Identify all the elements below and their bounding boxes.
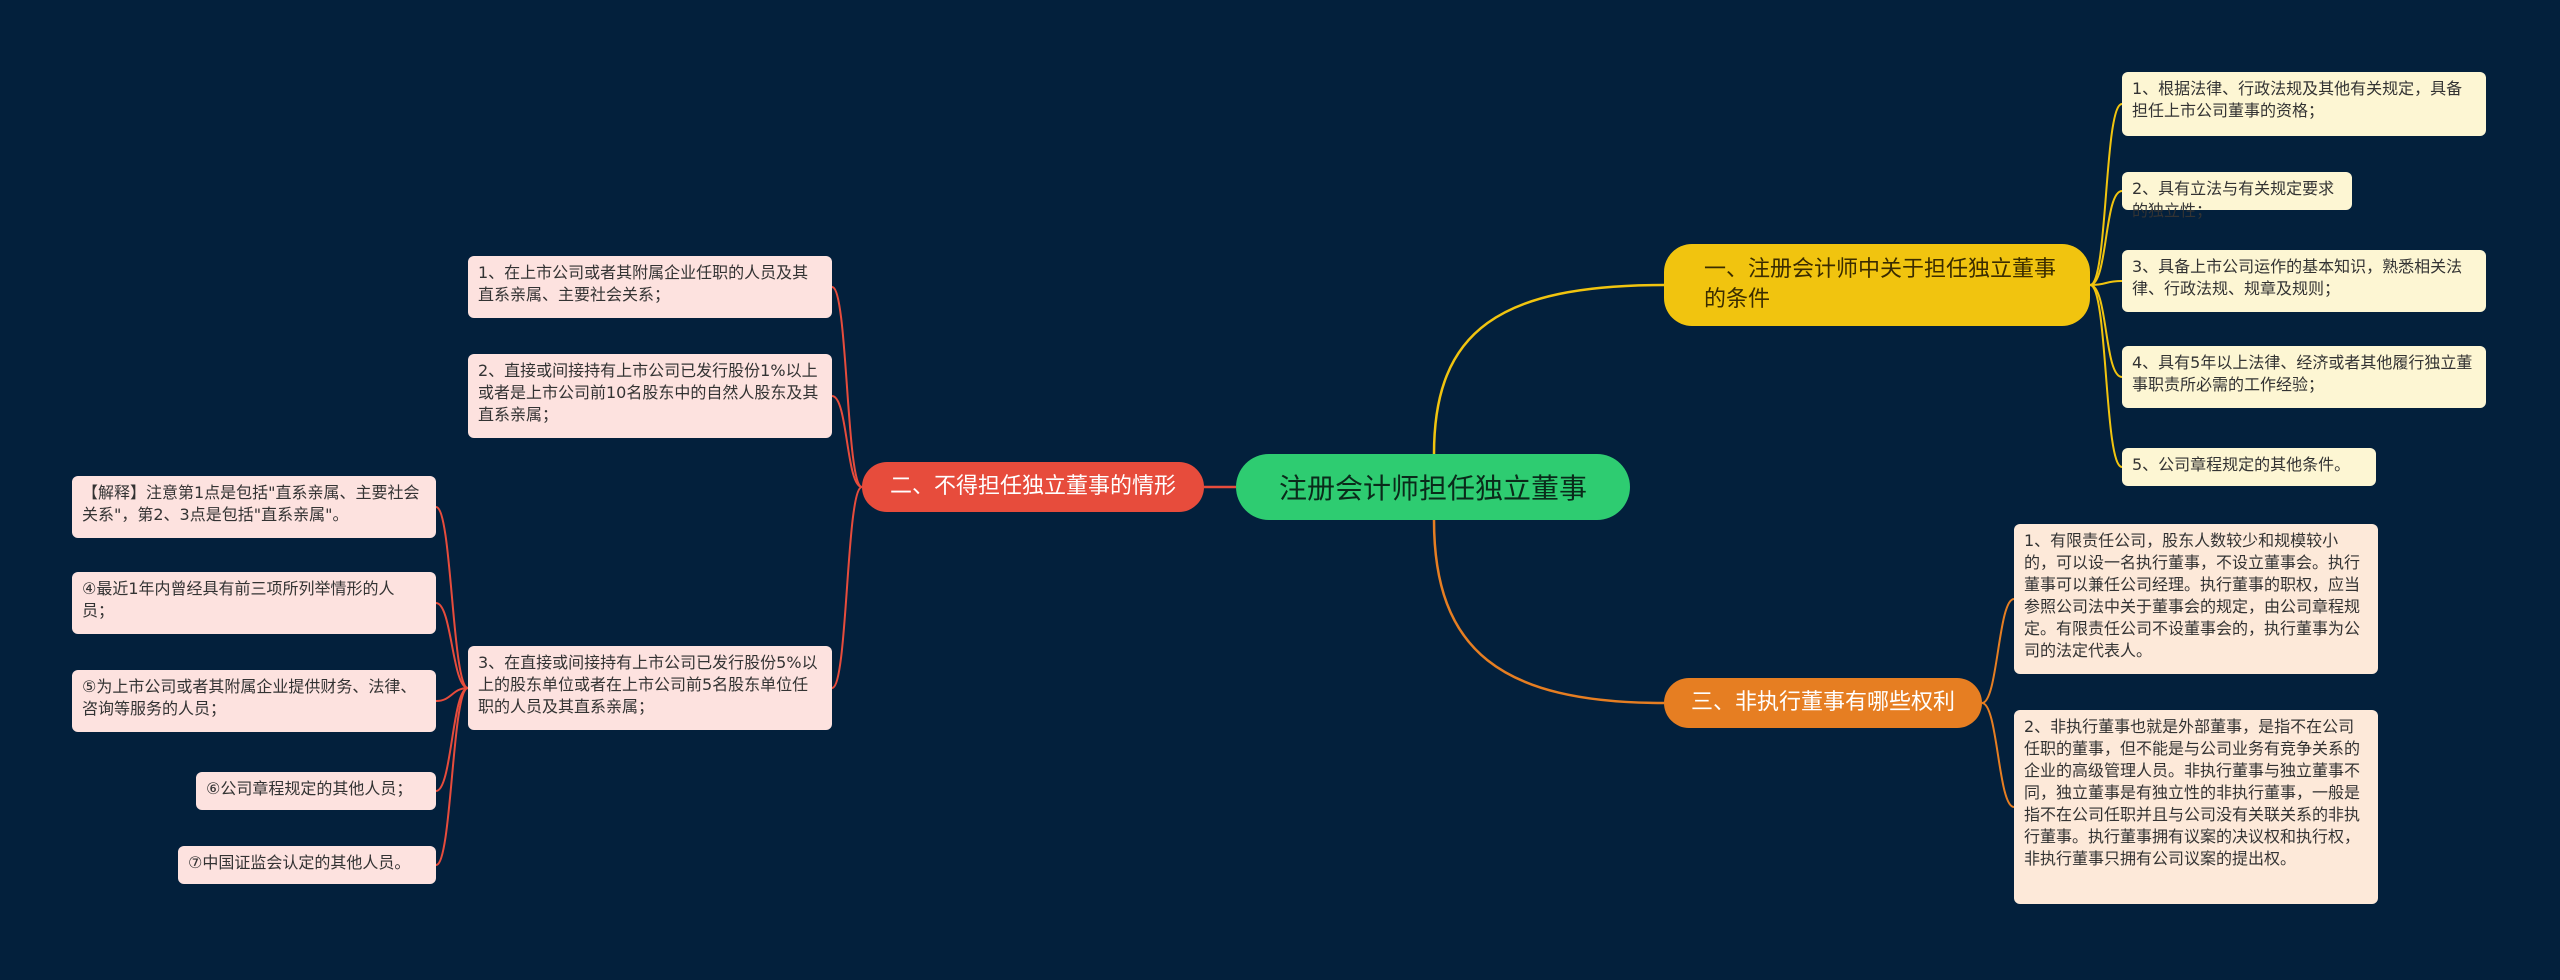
links-exclusions [831, 286, 863, 689]
condition-item[interactable]: 4、具有5年以上法律、经济或者其他履行独立董事职责所必需的工作经验； [2122, 346, 2486, 408]
condition-item[interactable]: 2、具有立法与有关规定要求的独立性； [2122, 172, 2352, 220]
links-conditions [2089, 103, 2123, 468]
links-rights [1981, 598, 2015, 808]
exclusion-sub-item[interactable]: ⑤为上市公司或者其附属企业提供财务、法律、咨询等服务的人员； [72, 670, 436, 732]
branch-non-exec-rights[interactable]: 三、非执行董事有哪些权利 [1664, 678, 1982, 728]
branch-conditions[interactable]: 一、注册会计师中关于担任独立董事的条件 [1664, 244, 2090, 326]
condition-item[interactable]: 5、公司章程规定的其他条件。 [2122, 448, 2376, 486]
exclusion-item[interactable]: 3、在直接或间接持有上市公司已发行股份5%以上的股东单位或者在上市公司前5名股东… [468, 646, 832, 730]
condition-item[interactable]: 1、根据法律、行政法规及其他有关规定，具备担任上市公司董事的资格； [2122, 72, 2486, 136]
link-root-conditions [1432, 283, 1665, 455]
exclusion-sub-item[interactable]: ⑦中国证监会认定的其他人员。 [178, 846, 436, 884]
links-exclusion-sub [435, 506, 469, 866]
branch-exclusions[interactable]: 二、不得担任独立董事的情形 [862, 462, 1204, 512]
exclusion-sub-item[interactable]: ④最近1年内曾经具有前三项所列举情形的人员； [72, 572, 436, 634]
exclusion-sub-item[interactable]: 【解释】注意第1点是包括"直系亲属、主要社会关系"，第2、3点是包括"直系亲属"… [72, 476, 436, 538]
exclusion-item[interactable]: 2、直接或间接持有上市公司已发行股份1%以上或者是上市公司前10名股东中的自然人… [468, 354, 832, 438]
root-topic[interactable]: 注册会计师担任独立董事 [1236, 454, 1630, 520]
condition-item[interactable]: 3、具备上市公司运作的基本知识，熟悉相关法律、行政法规、规章及规则； [2122, 250, 2486, 312]
rights-item[interactable]: 1、有限责任公司，股东人数较少和规模较小的，可以设一名执行董事，不设立董事会。执… [2014, 524, 2378, 674]
link-root-rights [1432, 519, 1665, 705]
exclusion-item[interactable]: 1、在上市公司或者其附属企业任职的人员及其直系亲属、主要社会关系； [468, 256, 832, 318]
exclusion-sub-item[interactable]: ⑥公司章程规定的其他人员； [196, 772, 436, 810]
rights-item[interactable]: 2、非执行董事也就是外部董事，是指不在公司任职的董事，但不能是与公司业务有竞争关… [2014, 710, 2378, 904]
